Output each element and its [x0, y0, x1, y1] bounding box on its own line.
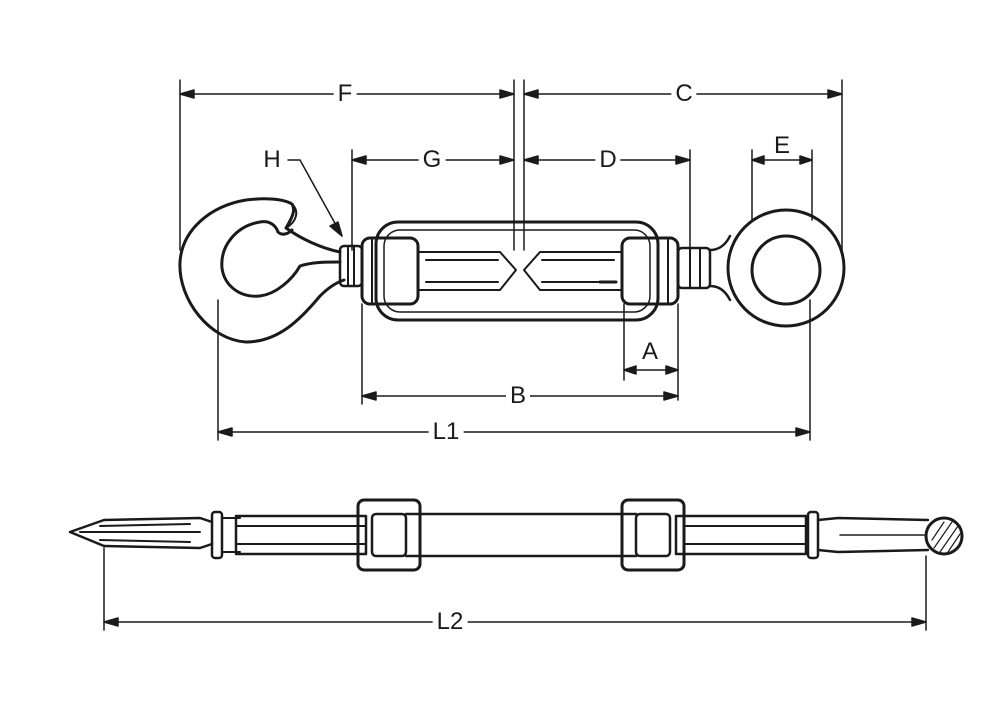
label-B: B: [505, 384, 531, 408]
label-D: D: [595, 148, 621, 172]
label-G: G: [418, 148, 446, 172]
turnbuckle-top-view: [178, 79, 846, 441]
label-L2: L2: [432, 610, 468, 634]
label-E: E: [773, 132, 791, 159]
label-L1: L1: [428, 420, 464, 444]
label-F: F: [333, 82, 357, 106]
label-A: A: [641, 338, 659, 365]
hook-end: [178, 197, 364, 344]
dimension-l2: [103, 547, 927, 631]
eye-end: [676, 208, 846, 328]
turnbuckle-side-view: [68, 498, 964, 631]
turnbuckle-body: [360, 220, 680, 322]
label-H: H: [263, 146, 281, 173]
dimension-lines: [179, 79, 843, 441]
label-C: C: [671, 82, 697, 106]
